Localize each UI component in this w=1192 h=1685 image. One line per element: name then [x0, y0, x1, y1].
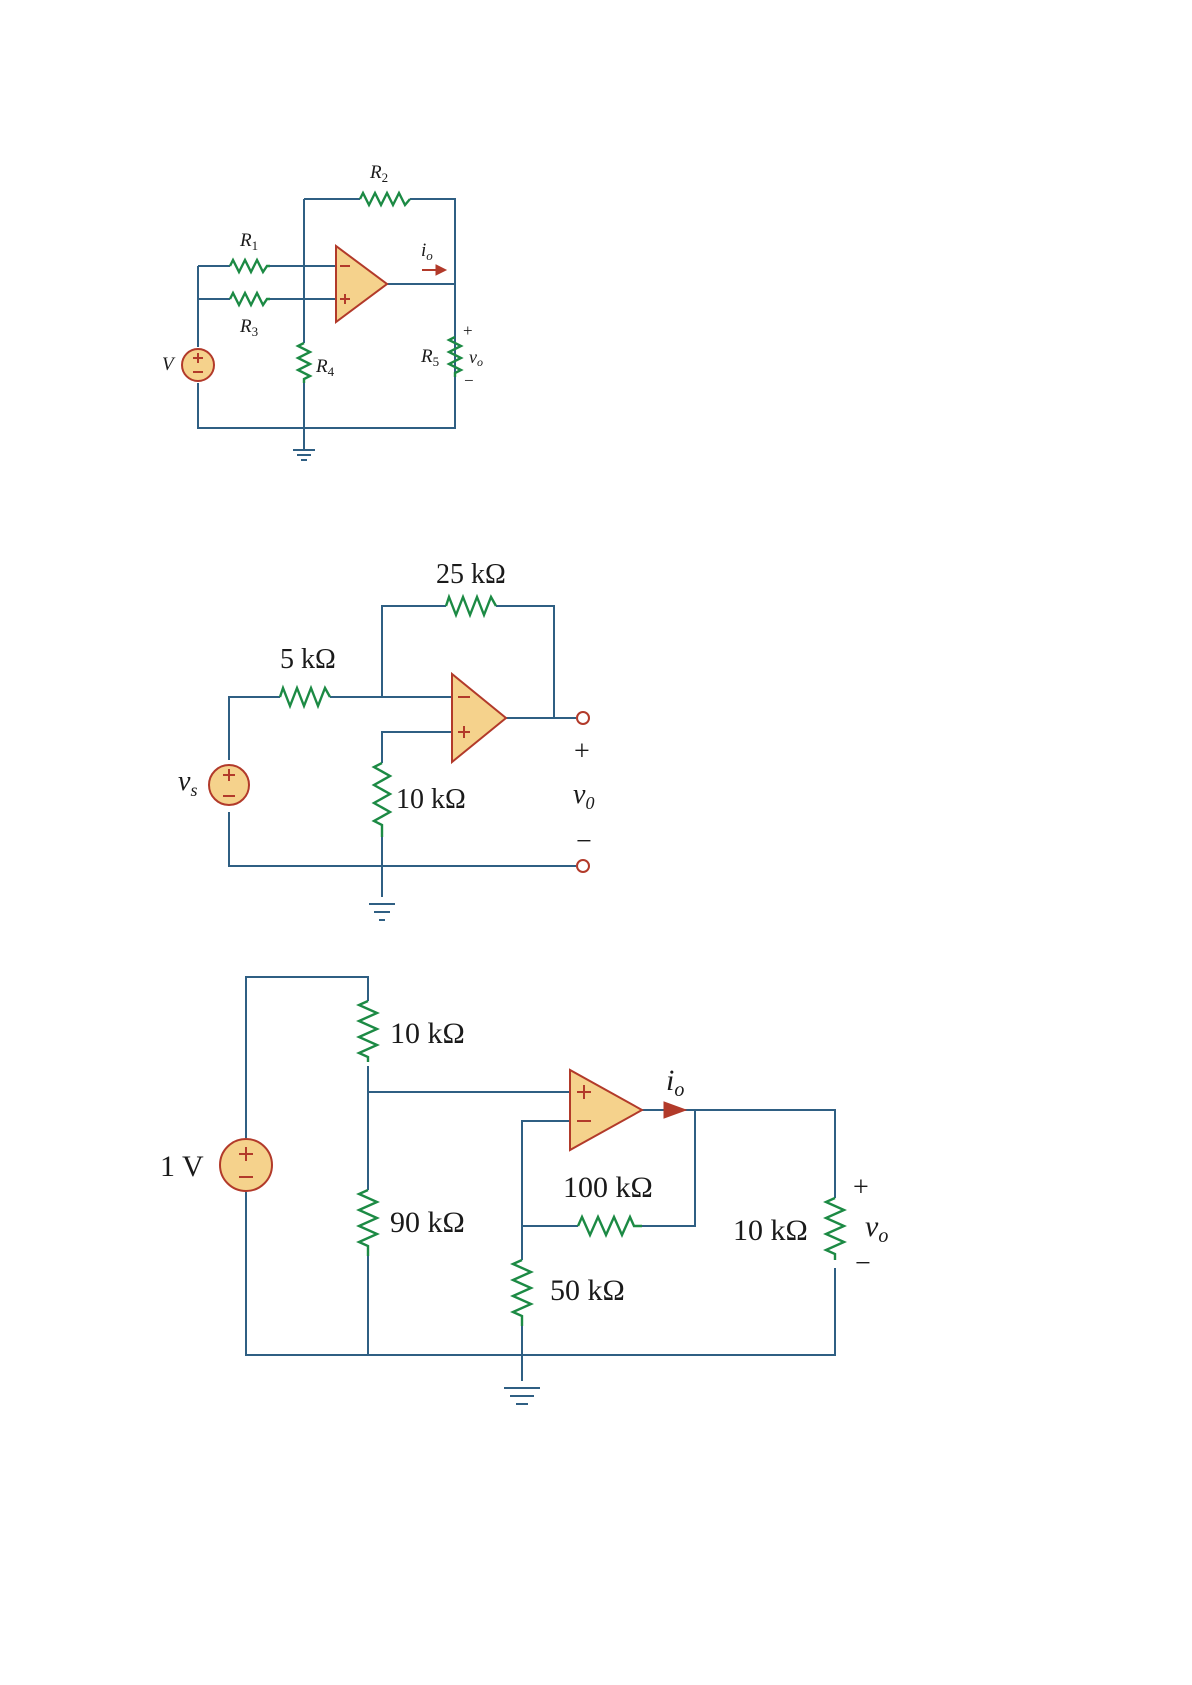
- label-output-vo-3: vo: [865, 1210, 888, 1247]
- resistor-r2: [360, 193, 410, 205]
- label-output-plus-3: +: [853, 1172, 869, 1203]
- ground-symbol-1: [293, 450, 315, 460]
- resistor-r3: [230, 293, 270, 305]
- voltage-source-v: [182, 349, 214, 381]
- circuit-diagram-2: 25 kΩ 5 kΩ 10 kΩ vs v0 + −: [178, 559, 594, 920]
- ground-symbol-3: [504, 1388, 540, 1404]
- resistor-10k-ground: [374, 763, 390, 837]
- output-terminal-top: [577, 712, 589, 724]
- opamp-1: [336, 246, 387, 322]
- resistor-90k: [359, 1190, 377, 1256]
- label-current-io-1: io: [421, 240, 433, 263]
- label-source-v: V: [162, 354, 176, 375]
- label-source-1v: 1 V: [160, 1150, 204, 1183]
- label-r3: R3: [239, 316, 258, 339]
- resistor-r4: [298, 343, 310, 383]
- label-10k-load: 10 kΩ: [733, 1214, 808, 1247]
- resistor-25k: [446, 597, 496, 615]
- resistor-10k-top: [359, 1001, 377, 1062]
- label-100k: 100 kΩ: [563, 1171, 653, 1204]
- circuit-diagram-1: R2 R1 R3 R4 R5 V io vo + −: [162, 162, 483, 460]
- opamp-2: [452, 674, 506, 762]
- output-terminal-bottom: [577, 860, 589, 872]
- resistor-50k: [513, 1260, 531, 1326]
- voltage-source-1v: [220, 1139, 272, 1191]
- label-90k: 90 kΩ: [390, 1206, 465, 1239]
- label-output-vo-1: vo: [469, 347, 483, 369]
- label-r1: R1: [239, 230, 258, 253]
- resistor-10k-load: [826, 1198, 844, 1260]
- label-output-minus-3: −: [855, 1248, 871, 1279]
- label-current-io-3: io: [666, 1064, 684, 1101]
- label-25k: 25 kΩ: [436, 559, 506, 590]
- label-output-plus-1: +: [463, 321, 473, 340]
- label-output-minus-1: −: [464, 371, 474, 390]
- label-source-vs: vs: [178, 766, 197, 800]
- label-10k-top: 10 kΩ: [390, 1017, 465, 1050]
- wires-3: [246, 977, 835, 1381]
- ground-symbol-2: [369, 904, 395, 920]
- label-r5: R5: [420, 346, 439, 369]
- label-5k: 5 kΩ: [280, 644, 336, 675]
- resistor-r1: [230, 260, 270, 272]
- resistor-5k: [280, 688, 330, 706]
- circuit-diagram-3: 1 V 10 kΩ 90 kΩ 100 kΩ 50 kΩ 10 kΩ io vo…: [160, 977, 888, 1404]
- current-arrow-io-1: [422, 265, 446, 275]
- opamp-3: [570, 1070, 642, 1150]
- wires-1: [198, 199, 455, 450]
- label-r2: R2: [369, 162, 388, 185]
- voltage-source-vs: [209, 765, 249, 805]
- current-arrow-io-3: [664, 1102, 686, 1118]
- label-r4: R4: [315, 356, 335, 379]
- resistor-100k: [578, 1217, 642, 1235]
- label-output-plus-2: +: [574, 736, 590, 767]
- label-50k: 50 kΩ: [550, 1274, 625, 1307]
- label-output-v0: v0: [573, 779, 594, 813]
- label-10k: 10 kΩ: [396, 784, 466, 815]
- label-output-minus-2: −: [576, 826, 592, 857]
